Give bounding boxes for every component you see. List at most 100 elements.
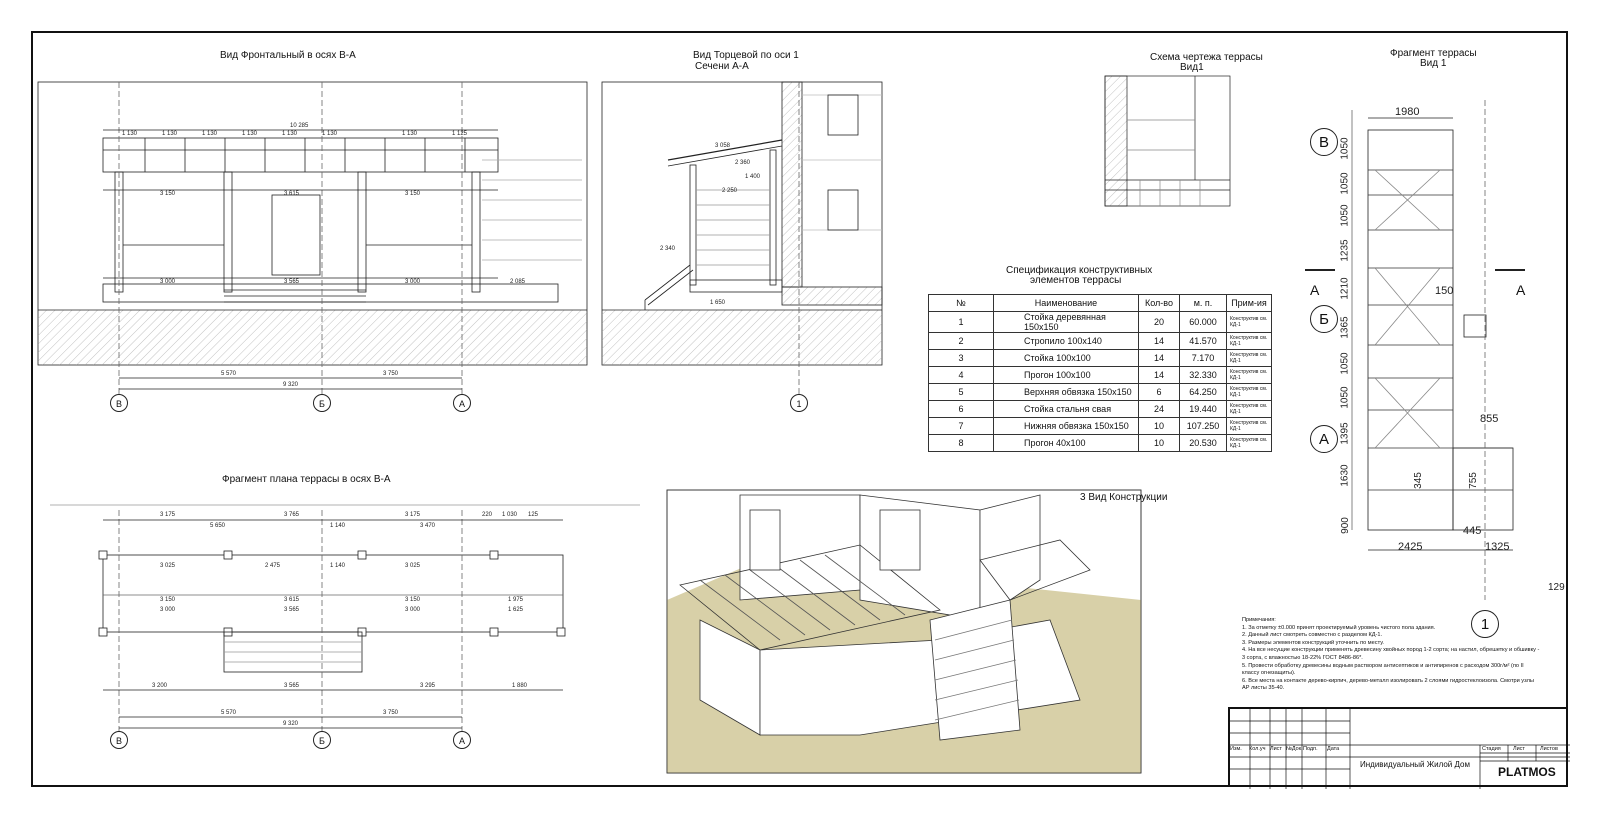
dim-label: 1050 [1339, 352, 1351, 375]
dim-label: 3 150 [405, 191, 421, 197]
front-steps [224, 289, 366, 303]
dim-label: 3 000 [405, 607, 421, 613]
dim-label: 3 025 [405, 563, 421, 569]
spec-cell: Стойка деревянная 150х150 [993, 311, 1139, 333]
dim-label: 1630 [1339, 464, 1351, 487]
dim-label: 445 [1463, 525, 1482, 537]
dim-label: 3 000 [160, 279, 176, 285]
dim-label: 1 030 [502, 512, 518, 518]
axis-marker-plan: В [110, 731, 128, 749]
front-view-title: Вид Фронтальный в осях В-А [220, 50, 356, 61]
title-block-grid [1230, 709, 1570, 789]
dim-label: 1 140 [330, 563, 346, 569]
dim-label: 1365 [1339, 316, 1351, 339]
dim-label: 1 400 [745, 174, 761, 180]
dim-label: 1 975 [508, 597, 524, 603]
spec-header: Кол-во [1138, 294, 1180, 312]
dim-label: 2 085 [510, 279, 526, 285]
dim-label: 1980 [1395, 106, 1420, 118]
dim-label: 1 125 [452, 131, 468, 137]
stamp-col: Подп. [1303, 746, 1318, 752]
note-item: 4. На все несущие конструкции применять … [1242, 647, 1540, 661]
front-platform [102, 283, 559, 303]
plan-view [50, 504, 640, 735]
dim-label: 3 000 [405, 279, 421, 285]
dim-label: 1050 [1339, 386, 1351, 409]
spec-cell: 20.530 [1179, 434, 1227, 452]
dim-label: 3 150 [160, 191, 176, 197]
table-row: 4 Прогон 100х100 14 32.330 Конструктив с… [928, 366, 1272, 384]
table-row: 7 Нижняя обвязка 150х150 10 107.250 Конс… [928, 417, 1272, 435]
spec-cell: 60.000 [1179, 311, 1227, 333]
spec-cell: Конструктив см. КД-1 [1226, 332, 1272, 350]
spec-cell: 1 [928, 311, 994, 333]
dim-label: 1 130 [402, 131, 418, 137]
dim-label: 3 565 [284, 279, 300, 285]
dim-label: 2425 [1398, 541, 1423, 553]
axis-marker-front: Б [313, 394, 331, 412]
axis-marker-fragment: 1 [1471, 610, 1499, 638]
front-ground-hatch [38, 310, 587, 365]
dim-label: 2 340 [660, 246, 676, 252]
spec-cell: Конструктив см. КД-1 [1226, 383, 1272, 401]
front-roof-beams [102, 137, 499, 173]
dim-label: 3 175 [160, 512, 176, 518]
spec-cell: Конструктив см. КД-1 [1226, 366, 1272, 384]
dim-label: 1 650 [710, 300, 726, 306]
dim-label: 1210 [1339, 277, 1351, 300]
spec-cell: Стропило 100х140 [993, 332, 1139, 350]
dim-label: 3 565 [284, 683, 300, 689]
spec-cell: Стойка 100х100 [993, 349, 1139, 367]
table-row: 8 Прогон 40х100 10 20.530 Конструктив см… [928, 434, 1272, 452]
table-row: 5 Верхняя обвязка 150х150 6 64.250 Конст… [928, 383, 1272, 401]
spec-cell: 14 [1138, 332, 1180, 350]
fragment-title: Фрагмент террасы [1390, 48, 1477, 59]
axis-marker-fragment: Б [1310, 305, 1338, 333]
end-rafter [667, 139, 783, 161]
dim-label: 1325 [1485, 541, 1510, 553]
spec-header: № [928, 294, 994, 312]
table-row: 6 Стойка стальня свая 24 19.440 Конструк… [928, 400, 1272, 418]
stamp-stage: Стадия [1482, 746, 1501, 752]
axis-marker-front: В [110, 394, 128, 412]
dim-label: 1 880 [512, 683, 528, 689]
dim-label: 2 475 [265, 563, 281, 569]
drawing-sheet-frame [31, 31, 1568, 787]
dim-label: 3 615 [284, 597, 300, 603]
spec-cell: Конструктив см. КД-1 [1226, 434, 1272, 452]
spec-cell: Нижняя обвязка 150х150 [993, 417, 1139, 435]
end-post [769, 149, 777, 286]
spec-subtitle: элементов террасы [1030, 275, 1122, 286]
spec-cell: 107.250 [1179, 417, 1227, 435]
notes-block: Примечания: 1. За отметку ±0.000 принят … [1242, 617, 1542, 693]
end-window [827, 189, 859, 231]
front-door [271, 194, 321, 276]
dim-label: 3 150 [160, 597, 176, 603]
note-item: 6. Все места на контакте дерево-кирпич, … [1242, 677, 1534, 692]
dim-label: 3 750 [383, 371, 399, 377]
dim-label: 1 130 [162, 131, 178, 137]
axis-marker-front: А [453, 394, 471, 412]
dim-label: 1050 [1339, 204, 1351, 227]
front-view [37, 81, 588, 395]
fragment-subtitle: Вид 1 [1420, 58, 1447, 69]
spec-cell: 3 [928, 349, 994, 367]
end-view-subtitle: Сечени А-А [695, 61, 749, 72]
dim-label: 9 320 [283, 721, 299, 727]
dim-label: 3 750 [383, 710, 399, 716]
dim-label: 2 360 [735, 160, 751, 166]
view3d-pergola [679, 544, 941, 651]
specification-table: № Наименование Кол-во м. п. Прим-ия 1 Ст… [928, 294, 1272, 452]
front-post [223, 171, 233, 293]
dim-label: 220 [482, 512, 493, 518]
stamp-col: №Док. [1286, 746, 1303, 752]
dim-label: 5 650 [210, 523, 226, 529]
spec-title: Спецификация конструктивных [1006, 265, 1153, 276]
spec-cell: Конструктив см. КД-1 [1226, 311, 1272, 333]
spec-cell: Прогон 40х100 [993, 434, 1139, 452]
stamp-col: Лист [1270, 746, 1282, 752]
spec-cell: 2 [928, 332, 994, 350]
dim-label: 900 [1339, 517, 1351, 534]
spec-cell: Конструктив см. КД-1 [1226, 400, 1272, 418]
dim-label: 3 765 [284, 512, 300, 518]
